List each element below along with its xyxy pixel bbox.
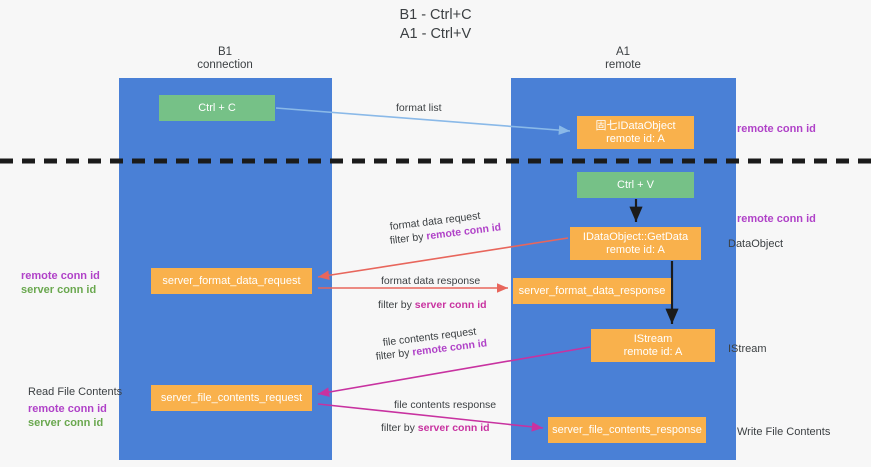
node-server-format-data-request-label: server_format_data_request xyxy=(162,274,301,287)
title-line-2: A1 - Ctrl+V xyxy=(399,26,472,42)
lane-header-a1: A1 remote xyxy=(548,46,698,72)
node-getdata[interactable]: IDataObject::GetData remote id: A xyxy=(570,227,701,260)
lane-header-b1: B1 connection xyxy=(155,46,295,72)
node-ctrl-c[interactable]: Ctrl + C xyxy=(159,95,275,121)
annotation-left-server-conn-id: server conn id xyxy=(21,284,97,296)
node-server-file-contents-response[interactable]: server_file_contents_response xyxy=(548,417,706,443)
filter-key-server-conn-id: server conn id xyxy=(414,299,487,311)
node-getdata-line-1: IDataObject::GetData xyxy=(582,230,689,243)
node-istream-line-2: remote id: A xyxy=(623,345,683,358)
annotation-left-conn-ids: remote conn id server conn id xyxy=(21,269,100,297)
filter-prefix: filter by xyxy=(389,230,428,247)
filter-prefix: filter by xyxy=(381,422,418,434)
node-server-format-data-response[interactable]: server_format_data_response xyxy=(513,278,671,304)
node-idataobject-line-2: remote id: A xyxy=(606,132,665,145)
annotation-remote-conn-id-top: remote conn id xyxy=(737,123,816,135)
node-idataobject[interactable]: 固七IDataObject remote id: A xyxy=(577,116,694,149)
flow-label-file-contents-response: file contents response xyxy=(394,399,497,411)
node-ctrl-c-label: Ctrl + C xyxy=(198,101,236,114)
annotation-dataobject: DataObject xyxy=(728,238,784,250)
flow-label-format-data-response-filter: filter by server conn id xyxy=(378,298,487,312)
node-istream-line-1: IStream xyxy=(633,332,673,345)
annotation-remote-conn-id-mid: remote conn id xyxy=(737,213,816,225)
annotation-left-server-conn-id-2: server conn id xyxy=(28,417,104,429)
page-title: B1 - Ctrl+C A1 - Ctrl+V xyxy=(0,6,871,44)
node-server-format-data-request[interactable]: server_format_data_request xyxy=(151,268,312,294)
title-line-1: B1 - Ctrl+C xyxy=(399,7,472,23)
node-getdata-line-2: remote id: A xyxy=(606,243,665,256)
annotation-left-remote-conn-id-2: remote conn id xyxy=(28,403,107,415)
node-ctrl-v[interactable]: Ctrl + V xyxy=(577,172,694,198)
node-ctrl-v-label: Ctrl + V xyxy=(617,178,654,191)
annotation-read-file-contents: Read File Contents xyxy=(28,386,123,398)
lane-b1-role: connection xyxy=(197,59,253,71)
node-server-format-data-response-label: server_format_data_response xyxy=(518,284,666,297)
filter-prefix: filter by xyxy=(378,299,415,311)
flow-label-format-list: format list xyxy=(396,102,442,114)
annotation-istream: IStream xyxy=(728,343,767,355)
node-server-file-contents-request-label: server_file_contents_request xyxy=(160,391,303,404)
node-idataobject-line-1: 固七IDataObject xyxy=(595,119,676,132)
flow-label-file-contents-response-filter: filter by server conn id xyxy=(381,421,490,435)
annotation-write-file-contents: Write File Contents xyxy=(737,426,831,438)
flow-label-format-data-response: format data response xyxy=(381,275,481,287)
lane-b1-name: B1 xyxy=(217,46,233,58)
lane-a1-name: A1 xyxy=(615,46,631,58)
annotation-left-remote-conn-id: remote conn id xyxy=(21,270,100,282)
lane-a1-role: remote xyxy=(605,59,641,71)
node-istream[interactable]: IStream remote id: A xyxy=(591,329,715,362)
filter-prefix: filter by xyxy=(375,346,414,363)
annotation-left-conn-ids-2: remote conn id server conn id xyxy=(28,402,107,430)
filter-key-server-conn-id: server conn id xyxy=(417,422,490,434)
node-server-file-contents-response-label: server_file_contents_response xyxy=(552,423,702,436)
node-server-file-contents-request[interactable]: server_file_contents_request xyxy=(151,385,312,411)
